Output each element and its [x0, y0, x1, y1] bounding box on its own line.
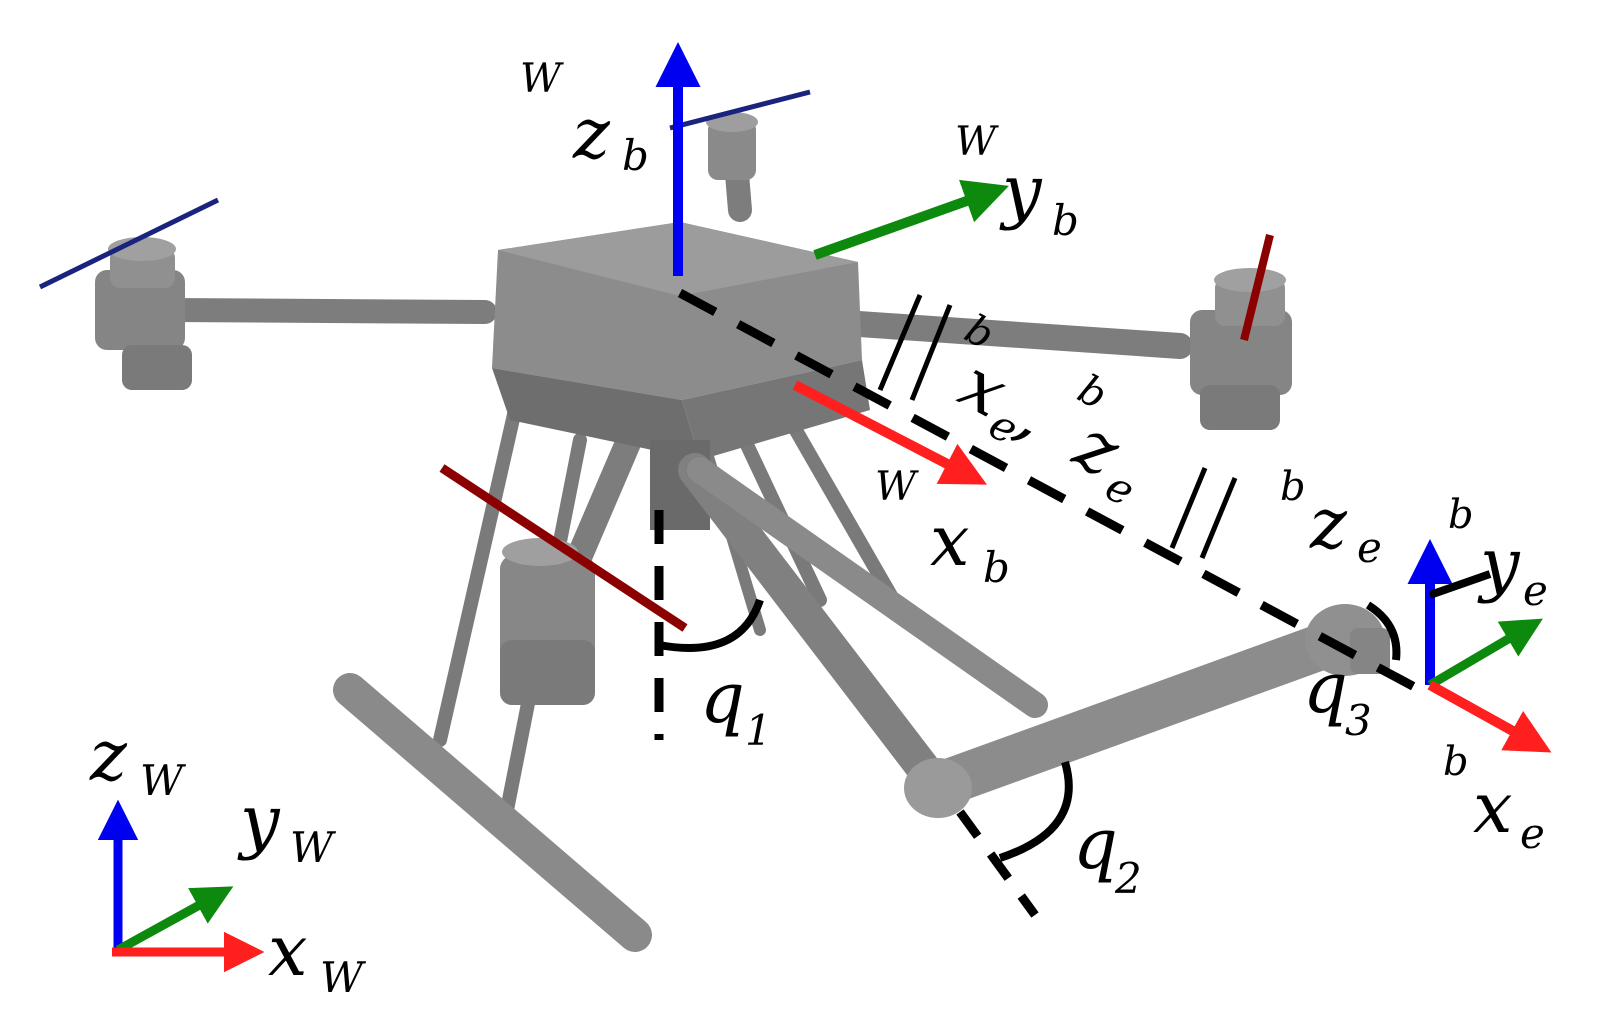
annotation-lines: [654, 289, 1423, 918]
rotor-arm-back-right: [669, 89, 811, 222]
propeller-back-right: [669, 89, 811, 131]
label-q3: q3: [1303, 647, 1372, 745]
q1-angle-arc: [658, 598, 764, 652]
label-q2: q2: [1073, 803, 1142, 903]
rotor-arm-right: [817, 234, 1292, 430]
rotor-arm-left: [38, 197, 497, 390]
propeller-right: [1240, 234, 1274, 341]
propeller-left: [38, 197, 220, 290]
parallel-mark-2a: [1169, 467, 1208, 549]
ee-x-axis-arrow: [1427, 680, 1552, 753]
ee-y-axis-arrow: [1427, 618, 1543, 689]
ee-frame-axes: [1407, 539, 1552, 753]
parallel-mark-1b: [909, 304, 953, 401]
body-y-axis-arrow: [813, 179, 1009, 260]
label-q1: q1: [700, 657, 772, 755]
label-ee-y: bye: [1448, 492, 1548, 615]
landing-gear: [333, 403, 912, 952]
parallel-mark-1a: [877, 294, 923, 391]
ee-y-tick: [1428, 570, 1492, 599]
world-frame-axes: [97, 799, 265, 973]
q2-angle-arc: [998, 760, 1073, 862]
manipulator-arm: [678, 453, 1390, 818]
body-x-axis-arrow: [792, 380, 987, 485]
propeller-front-left: [439, 464, 688, 632]
q2-reference-line: [956, 809, 1039, 918]
drone-model: [38, 89, 1390, 952]
body-frame-axes: [655, 42, 1009, 485]
world-y-axis-arrow: [115, 886, 234, 954]
parallel-mark-2b: [1199, 477, 1238, 559]
body-to-ee-dashed-line: [677, 289, 1423, 694]
q3-angle-arc: [1365, 601, 1401, 661]
